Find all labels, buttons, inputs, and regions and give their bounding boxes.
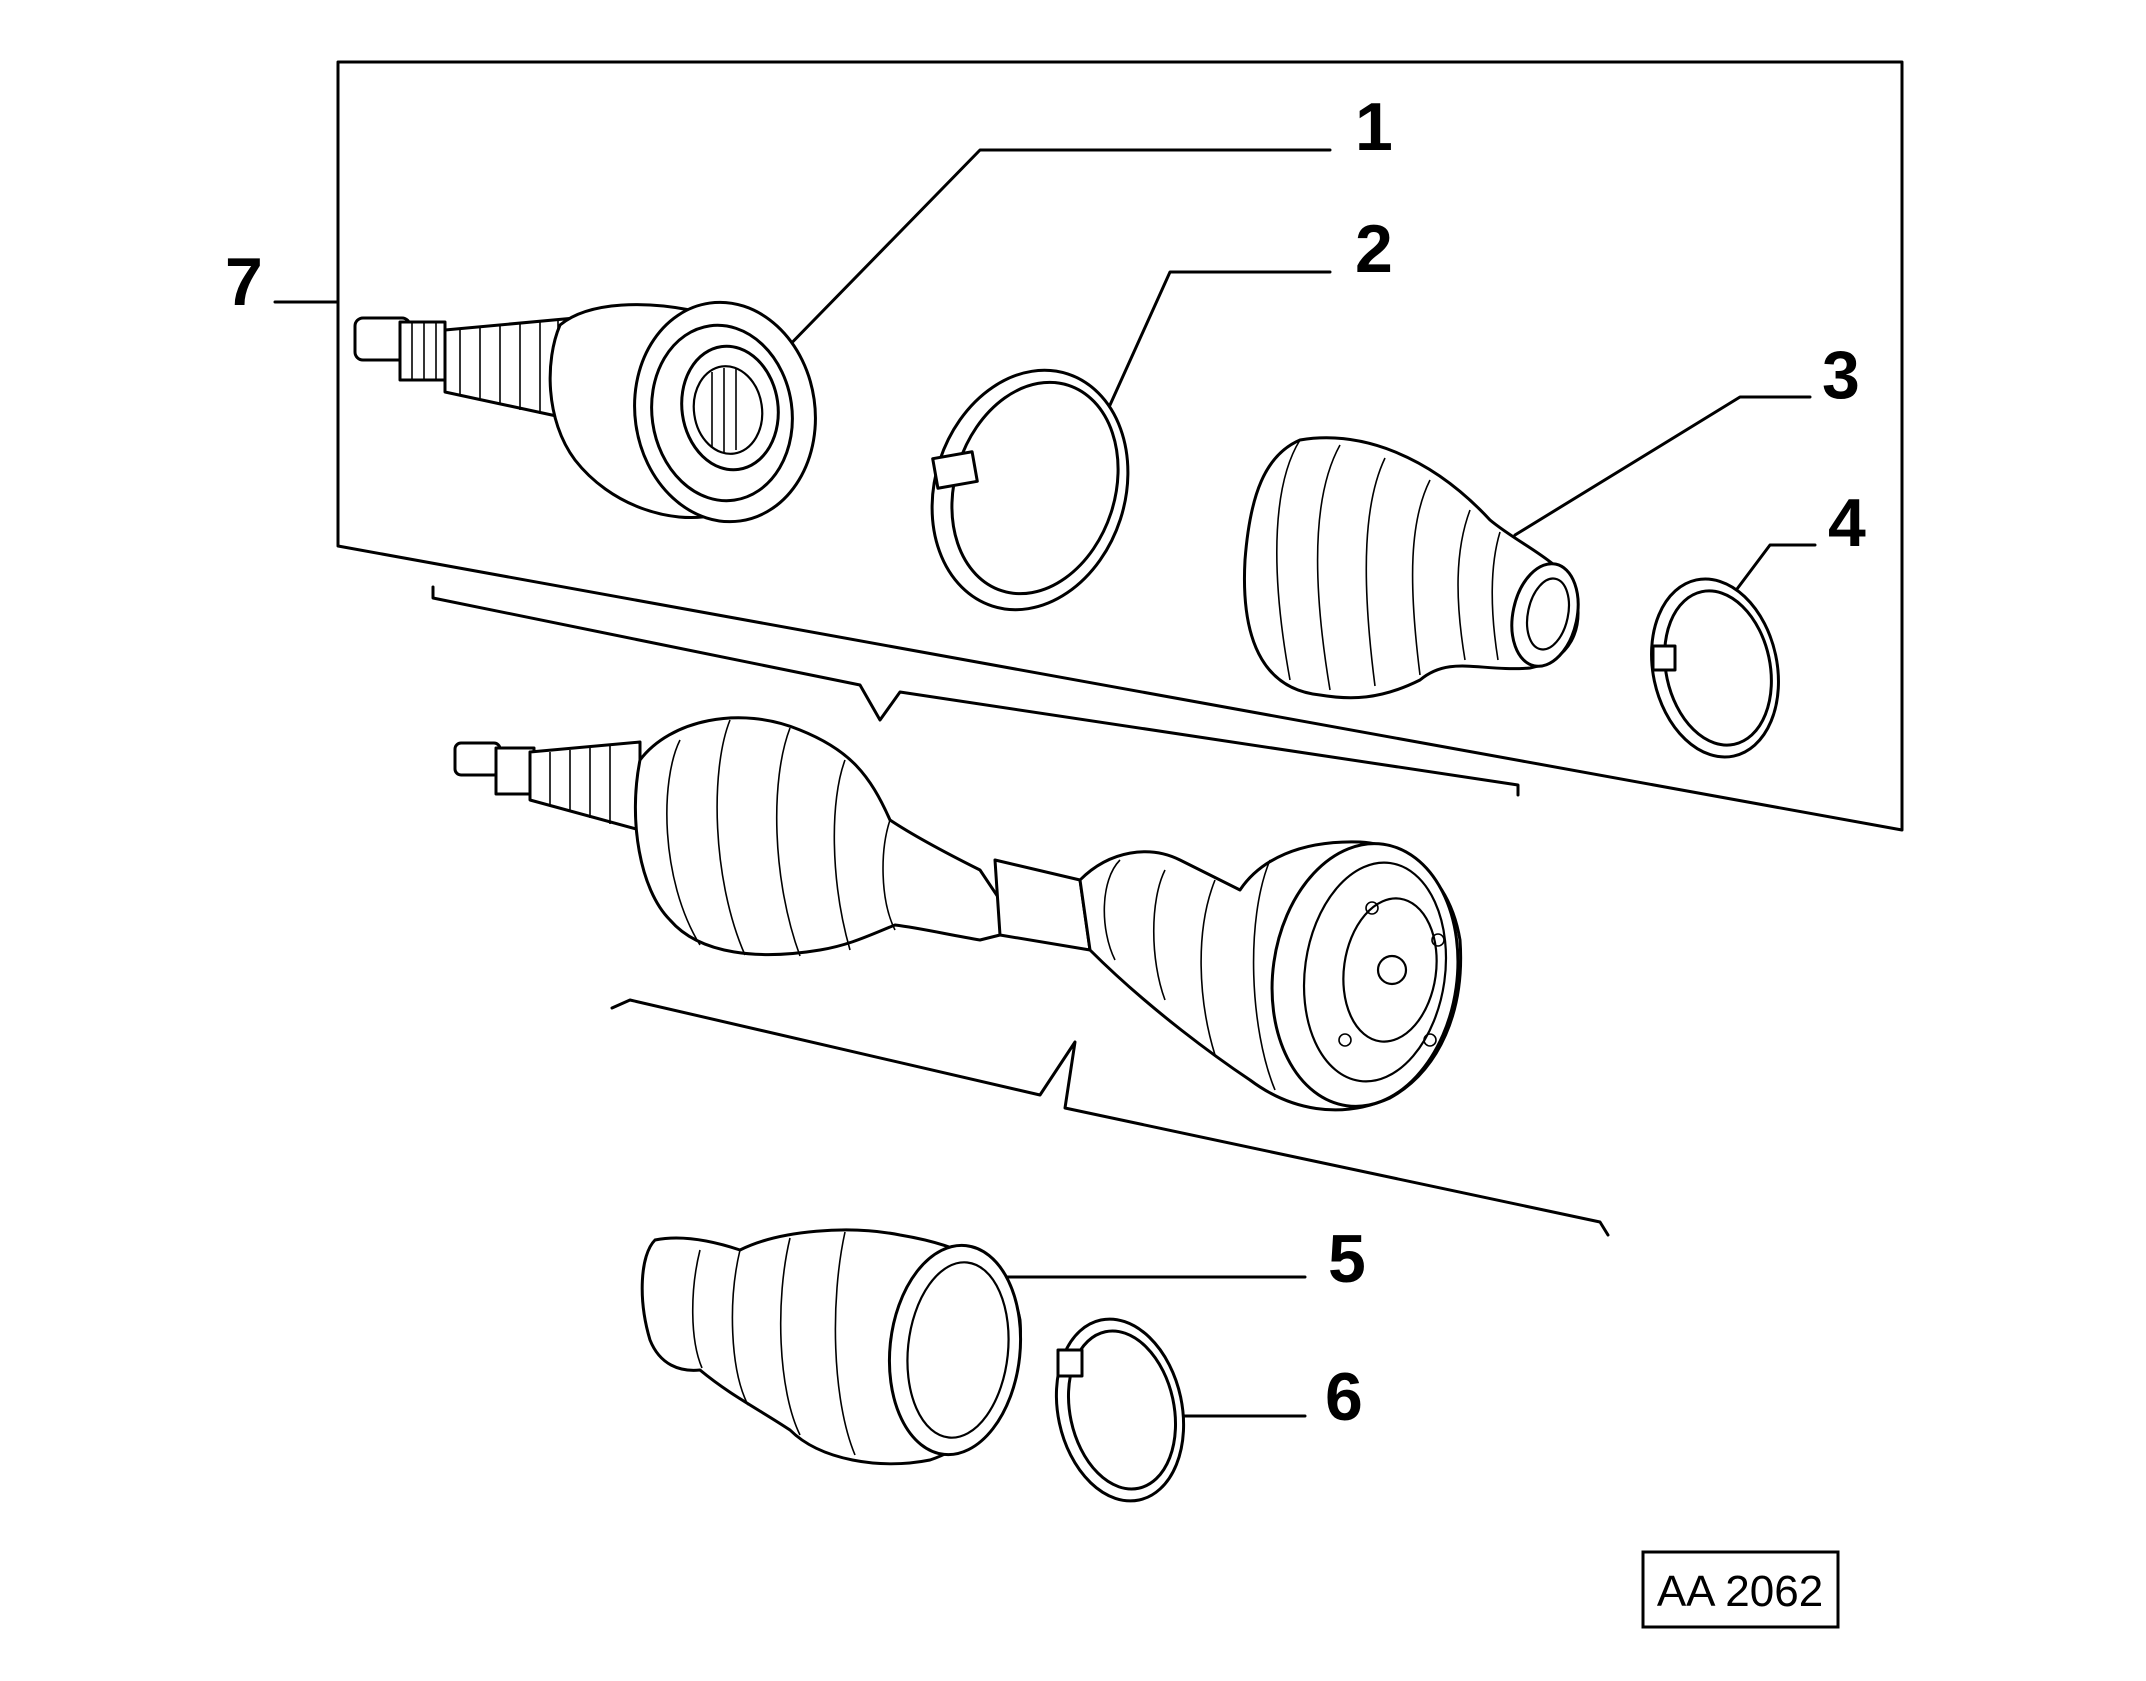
callout-6: 6 bbox=[1325, 1359, 1363, 1435]
leader-1 bbox=[773, 148, 1332, 362]
boot-inner-5 bbox=[640, 1228, 1023, 1466]
lower-bracket bbox=[610, 998, 1610, 1237]
boot-outer-3 bbox=[1242, 436, 1580, 700]
clamp-band-2 bbox=[930, 368, 1130, 612]
kit-frame bbox=[336, 60, 1904, 832]
callout-2: 2 bbox=[1355, 211, 1393, 287]
clamp-band-6 bbox=[1054, 1317, 1186, 1503]
reference-code-box: AA 2062 bbox=[1641, 1550, 1840, 1629]
upper-bracket bbox=[431, 585, 1520, 797]
callout-labels: 1 2 3 4 5 6 7 bbox=[225, 89, 1866, 1435]
leader-lines bbox=[273, 148, 1817, 1418]
callout-5: 5 bbox=[1328, 1221, 1366, 1297]
callout-7: 7 bbox=[225, 244, 263, 320]
cv-joint-outer bbox=[353, 300, 817, 524]
callout-1: 1 bbox=[1355, 89, 1393, 165]
callout-4: 4 bbox=[1828, 485, 1866, 561]
drive-shaft-assembly bbox=[453, 716, 1463, 1112]
leader-4 bbox=[1723, 543, 1817, 607]
callout-3: 3 bbox=[1822, 337, 1860, 413]
assembly-brackets bbox=[431, 585, 1610, 1237]
clamp-band-4 bbox=[1650, 577, 1780, 759]
leader-3 bbox=[1513, 395, 1812, 537]
leader-2 bbox=[1108, 270, 1332, 407]
reference-code: AA 2062 bbox=[1657, 1567, 1823, 1616]
